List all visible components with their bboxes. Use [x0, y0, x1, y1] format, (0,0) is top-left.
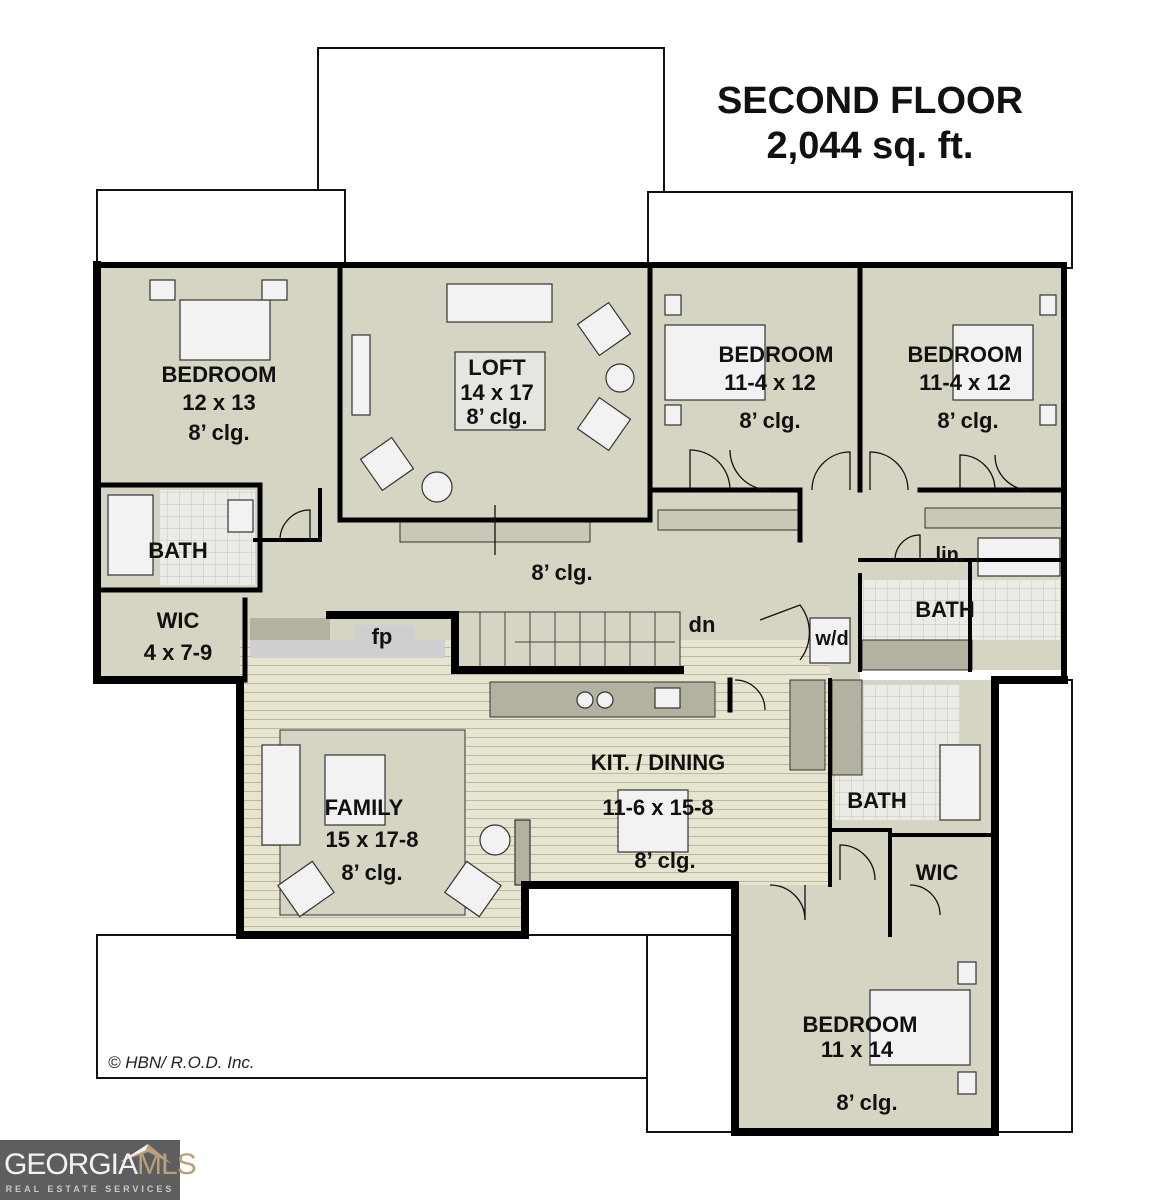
wic-left-name: WIC [157, 608, 200, 633]
laundry-name: w/d [814, 628, 848, 650]
fireplace-name: fp [372, 624, 393, 649]
loft-size: 14 x 17 [460, 380, 533, 405]
bath-left-name: BATH [148, 538, 207, 563]
room-fills [97, 265, 1064, 1132]
wic-left-size: 4 x 7-9 [144, 640, 213, 665]
bedroom-master-ceiling: 8’ clg. [188, 420, 249, 445]
bath-upper-right-name: BATH [915, 597, 974, 622]
title-line1: SECOND FLOOR [717, 80, 1023, 122]
loft-name: LOFT [468, 355, 526, 380]
kitchen-size: 11-6 x 15-8 [602, 795, 713, 820]
kitchen-ceiling: 8’ clg. [634, 848, 695, 873]
stairs-label: dn [689, 612, 716, 637]
title-line2: 2,044 sq. ft. [767, 125, 974, 167]
copyright: © HBN/ R.O.D. Inc. [108, 1053, 255, 1072]
logo-part1: GEORGIA [4, 1148, 138, 1181]
bedroom-3-name: BEDROOM [908, 342, 1023, 367]
bath-right-name: BATH [847, 788, 906, 813]
bedroom-3-ceiling: 8’ clg. [937, 408, 998, 433]
doors [279, 449, 1031, 921]
hall-ceiling: 8’ clg. [531, 560, 592, 585]
linen-name: lin. [936, 544, 965, 566]
logo-part2: MLS [137, 1148, 197, 1181]
loft-ceiling: 8’ clg. [466, 404, 527, 429]
bedroom-bottom-name: BEDROOM [803, 1012, 918, 1037]
bedroom-master-size: 12 x 13 [182, 390, 255, 415]
family-size: 15 x 17-8 [326, 827, 419, 852]
logo-tagline: REAL ESTATE SERVICES [5, 1184, 175, 1194]
bedroom-2-name: BEDROOM [719, 342, 834, 367]
bedroom-bottom-size: 11 x 14 [821, 1037, 894, 1062]
family-name: FAMILY [325, 795, 404, 820]
room-labels: SECOND FLOOR 2,044 sq. ft. BEDROOM 12 x … [108, 80, 1023, 1115]
georgia-mls-logo: GEORGIAMLS REAL ESTATE SERVICES [0, 1140, 197, 1200]
family-ceiling: 8’ clg. [341, 860, 402, 885]
bedroom-3-size: 11-4 x 12 [919, 370, 1011, 395]
wic-right-name: WIC [916, 860, 959, 885]
bedroom-2-ceiling: 8’ clg. [739, 408, 800, 433]
kitchen-name: KIT. / DINING [591, 750, 725, 775]
bedroom-2-size: 11-4 x 12 [724, 370, 816, 395]
bedroom-master-name: BEDROOM [162, 362, 277, 387]
bedroom-bottom-ceiling: 8’ clg. [836, 1090, 897, 1115]
furniture [107, 279, 1061, 1095]
